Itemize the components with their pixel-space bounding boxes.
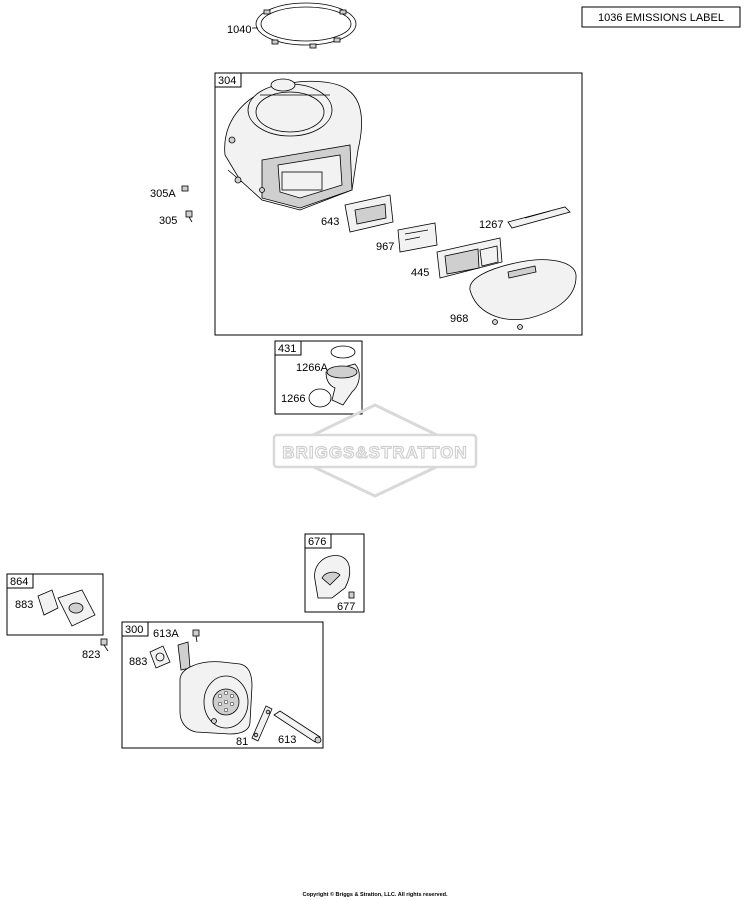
label-1267: 1267: [479, 219, 503, 231]
blower-housing: [224, 78, 363, 211]
gasket-883: [149, 645, 171, 669]
group-300-label: 300: [125, 624, 143, 636]
label-81: 81: [236, 736, 248, 748]
group-304-label: 304: [218, 75, 236, 87]
part-1040-ring: [252, 2, 357, 49]
group-676-frame: [304, 533, 365, 613]
label-445: 445: [411, 267, 429, 279]
group-431-tag: [274, 340, 302, 356]
label-613: 613: [278, 734, 296, 746]
part-643-bracket: [344, 194, 394, 233]
bolt-823: [100, 638, 109, 652]
part-1267-handle: [507, 206, 571, 229]
label-883-a: 883: [15, 599, 33, 611]
part-81-strap: [251, 705, 273, 742]
label-305: 305: [159, 215, 177, 227]
part-967-label: [397, 222, 438, 253]
part-968-cover: [469, 259, 577, 330]
group-864-tag: [6, 573, 34, 589]
part-431-elbow: [308, 345, 360, 408]
label-967: 967: [376, 241, 394, 253]
part-445-air-filter: [436, 237, 503, 279]
copyright-text: Copyright © Briggs & Stratton, LLC. All …: [302, 891, 448, 898]
label-305A: 305A: [150, 188, 176, 200]
emissions-label-text: 1036 EMISSIONS LABEL: [598, 12, 724, 24]
label-823: 823: [82, 649, 100, 661]
group-304-tag: [214, 72, 242, 88]
label-883-b: 883: [129, 656, 147, 668]
muffler-body: [179, 661, 253, 735]
group-431-frame: [274, 340, 363, 415]
group-431-label: 431: [278, 343, 296, 355]
label-1266A: 1266A: [296, 362, 328, 374]
group-300-frame: [121, 621, 324, 749]
part-676-guard: [314, 555, 355, 599]
screw-305A: [181, 185, 189, 192]
screw-305: [185, 210, 193, 223]
part-864-flange: [37, 589, 96, 627]
group-864-label: 864: [10, 576, 28, 588]
muffler-bracket: [177, 641, 191, 671]
label-643: 643: [321, 216, 339, 228]
watermark-logo: BRIGGS&STRATTON: [272, 403, 478, 498]
bolt-613A: [192, 629, 200, 643]
group-676-label: 676: [308, 536, 326, 548]
group-304-frame: [214, 72, 583, 336]
emissions-label-box: 1036 EMISSIONS LABEL: [581, 6, 741, 28]
watermark-text: BRIGGS&STRATTON: [282, 443, 467, 462]
group-300-tag: [121, 621, 149, 637]
label-677: 677: [337, 601, 355, 613]
part-613-rod: [273, 710, 322, 744]
label-1040: 1040: [227, 24, 251, 36]
label-1266: 1266: [281, 393, 305, 405]
label-968: 968: [450, 313, 468, 325]
group-676-tag: [304, 533, 332, 549]
group-864-frame: [6, 573, 104, 636]
label-613A: 613A: [153, 628, 179, 640]
